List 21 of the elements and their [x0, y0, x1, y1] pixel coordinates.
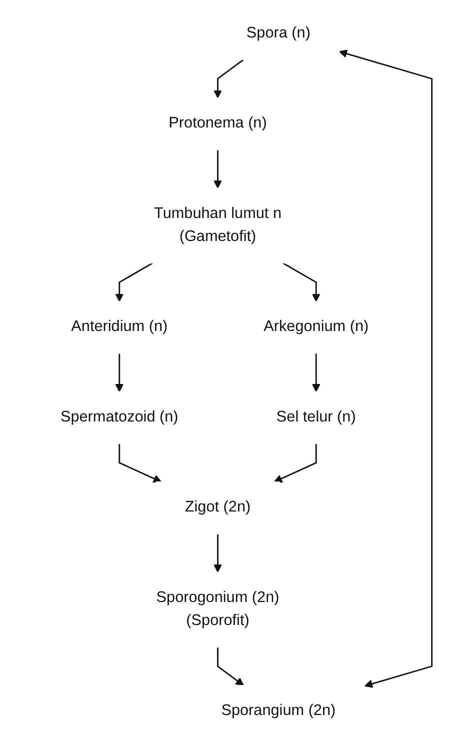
node-text: Anteridium (n): [70, 318, 168, 336]
node-text: Tumbuhan lumut n (Gametofit): [154, 205, 282, 245]
node-text: Sel telur (n): [276, 408, 356, 426]
arrow: [114, 262, 153, 302]
arrow: [213, 150, 222, 189]
node-text: Arkegonium (n): [263, 318, 368, 336]
arrow: [282, 262, 320, 302]
node-text: Sporogonium (2n) (Sporofit): [156, 589, 279, 629]
arrow: [213, 534, 222, 573]
arrow: [274, 444, 317, 483]
arrow: [216, 647, 244, 686]
arrow: [312, 353, 320, 392]
node-text: Protonema (n): [168, 115, 267, 132]
arrow: [213, 58, 244, 98]
node-text: Zigot (2n): [184, 499, 250, 516]
arrow: [114, 353, 124, 392]
arrow: [338, 50, 432, 688]
node-text: Spermatozoid (n): [60, 408, 178, 426]
node-text: Spora (n): [246, 24, 310, 42]
arrow: [118, 444, 162, 483]
node-text: Sporangium (2n): [220, 702, 336, 720]
